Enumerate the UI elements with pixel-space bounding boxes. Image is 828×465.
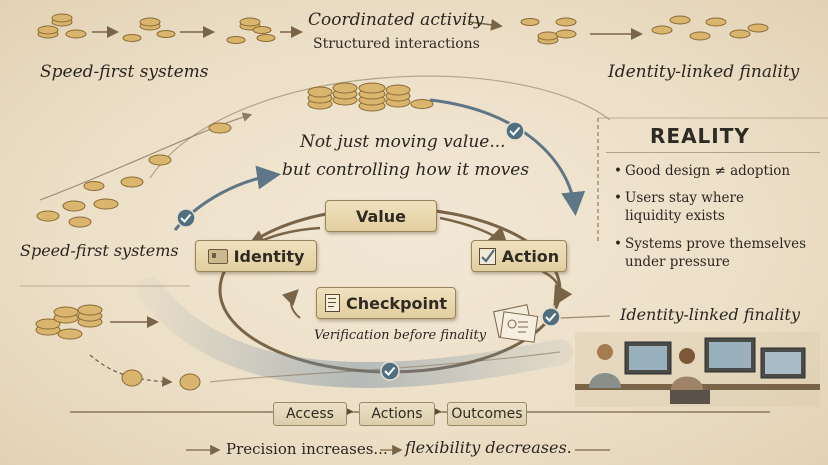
coin-stack-icon bbox=[122, 17, 176, 42]
checkpoint-caption: Verification before finality bbox=[314, 328, 487, 343]
coin-stack-icon bbox=[520, 17, 577, 45]
coin-stack-icon bbox=[37, 13, 87, 39]
cycle-card-checkpoint[interactable]: Checkpoint bbox=[316, 287, 456, 319]
coin-stack-icon bbox=[651, 15, 769, 41]
coin-stack-icon bbox=[307, 82, 434, 112]
checkbox-icon bbox=[478, 247, 496, 265]
team-at-workstations-illustration bbox=[575, 332, 820, 407]
reality-panel: REALITY Good design ≠ adoption Users sta… bbox=[598, 118, 828, 278]
flow-step-label: Actions bbox=[371, 406, 423, 422]
footer-left-text: Precision increases... bbox=[226, 440, 388, 458]
coin-stack-icon bbox=[35, 304, 103, 340]
coin-stack-icon bbox=[36, 122, 232, 228]
paperwork-icon bbox=[493, 304, 539, 343]
reality-divider bbox=[606, 152, 820, 153]
cycle-label-action: Action bbox=[501, 246, 560, 266]
coin-stack-icon bbox=[121, 369, 201, 391]
cycle-label-checkpoint: Checkpoint bbox=[345, 293, 448, 313]
top-left-label: Speed-first systems bbox=[40, 62, 209, 82]
coin-stack-icon bbox=[226, 17, 276, 44]
top-center-subtitle: Structured interactions bbox=[313, 36, 480, 52]
reality-bullet: Users stay where liquidity exists bbox=[614, 189, 775, 225]
document-icon bbox=[324, 294, 340, 312]
reality-title: REALITY bbox=[650, 124, 750, 148]
cycle-card-identity[interactable]: Identity bbox=[195, 240, 317, 272]
reality-bullet: Systems prove themselves under pressure bbox=[614, 235, 825, 271]
cycle-card-action[interactable]: Action bbox=[471, 240, 567, 272]
cycle-label-identity: Identity bbox=[233, 246, 305, 266]
cycle-label-value: Value bbox=[355, 206, 407, 226]
chevron-right-icon: ▸ bbox=[435, 404, 442, 419]
top-right-label: Identity-linked finality bbox=[608, 62, 800, 82]
chevron-right-icon: ▸ bbox=[347, 404, 354, 419]
footer-right-text: flexibility decreases. bbox=[405, 438, 572, 457]
check-badge-icon bbox=[505, 121, 525, 141]
reality-bullet: Good design ≠ adoption bbox=[614, 162, 815, 180]
flow-step-access[interactable]: Access bbox=[273, 402, 347, 426]
flow-step-outcomes[interactable]: Outcomes bbox=[447, 402, 527, 426]
check-badge-icon bbox=[176, 208, 196, 228]
headline-line-2: but controlling how it moves bbox=[282, 160, 530, 180]
headline-line-1: Not just moving value... bbox=[300, 132, 506, 152]
mid-left-label: Speed-first systems bbox=[20, 241, 179, 260]
flow-step-actions[interactable]: Actions bbox=[359, 402, 435, 426]
flow-step-label: Access bbox=[286, 406, 334, 422]
flow-step-label: Outcomes bbox=[451, 406, 523, 422]
id-card-icon bbox=[207, 248, 228, 264]
check-badge-icon bbox=[380, 361, 400, 381]
check-badge-icon bbox=[541, 307, 561, 327]
cycle-card-value[interactable]: Value bbox=[325, 200, 437, 232]
mid-right-label: Identity-linked finality bbox=[620, 305, 801, 324]
top-center-title: Coordinated activity bbox=[308, 10, 484, 30]
